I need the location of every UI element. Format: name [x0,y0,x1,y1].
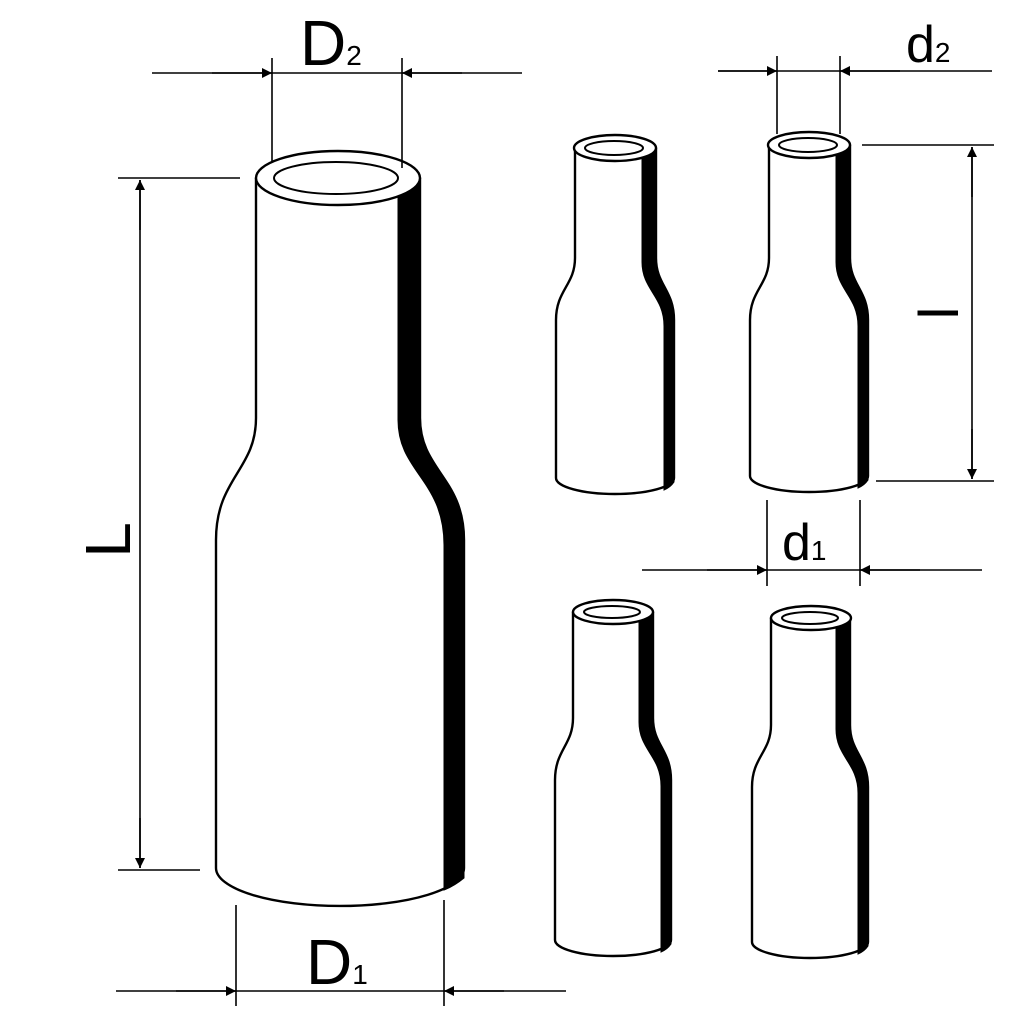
label-D2: D2 [300,7,362,79]
small-sleeve-bottom-left [553,598,673,958]
label-d2-sub: 2 [935,37,951,68]
label-L: L [72,522,144,558]
label-D1: D1 [306,926,368,998]
small-sleeve-bottom-right [750,604,870,960]
large-sleeve-shadow [397,177,465,891]
dimension-L [118,177,240,871]
label-d2-main: d [906,16,935,74]
label-l: l [907,307,970,319]
dimension-D2 [152,58,522,168]
label-d1-sub: 1 [811,535,827,566]
dimension-d2 [718,56,992,134]
label-d1: d1 [782,514,827,572]
label-D2-sub: 2 [346,40,362,71]
dimension-d1 [642,500,982,586]
label-D1-sub: 1 [352,959,368,990]
label-d2: d2 [906,16,951,74]
dimension-D1 [116,900,566,1006]
large-sleeve-bore [273,161,399,195]
dimension-l [862,144,994,482]
small-sleeve-top-right [748,130,870,494]
label-D1-main: D [306,926,352,998]
large-sleeve-body [214,176,466,908]
large-reducer-sleeve [214,149,466,908]
label-d1-main: d [782,514,811,572]
small-sleeve-top-left [554,133,676,496]
label-D2-main: D [300,7,346,79]
